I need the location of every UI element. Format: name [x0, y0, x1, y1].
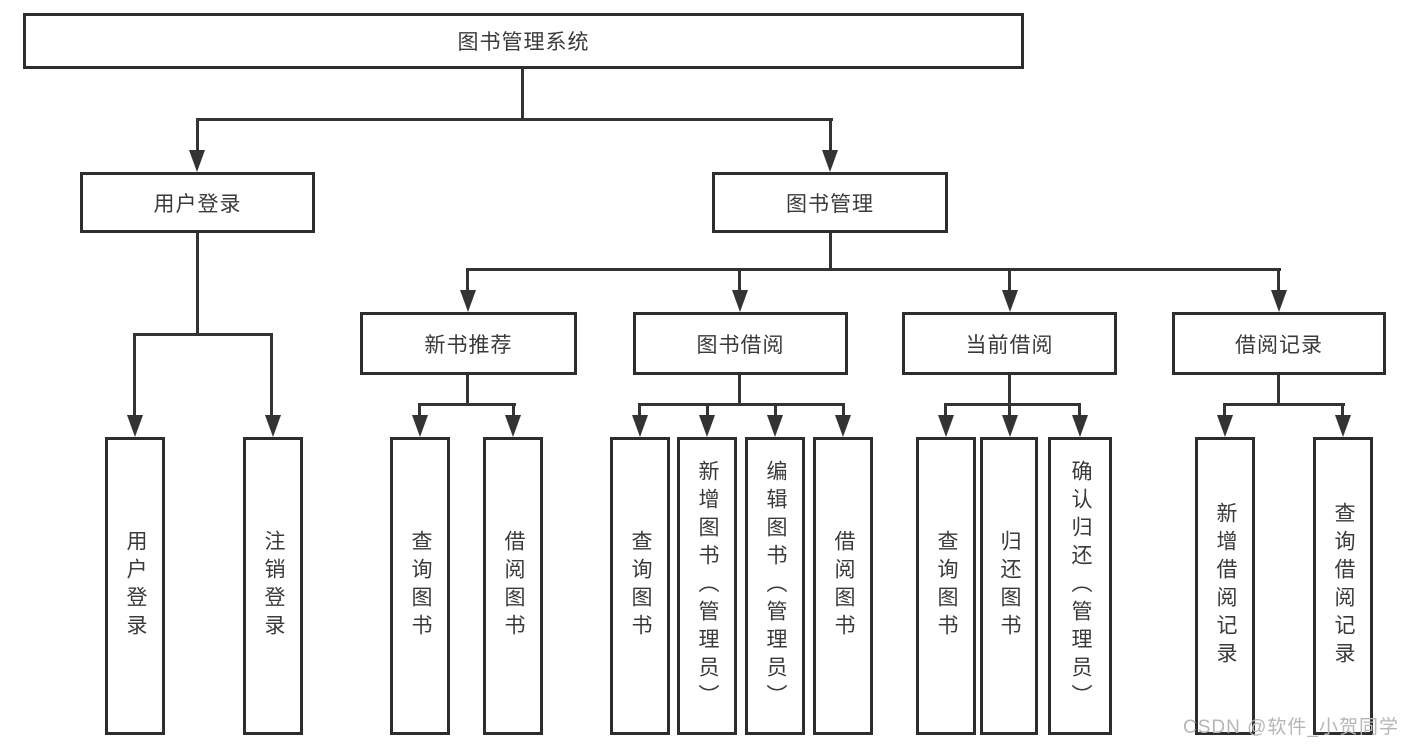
- arrowhead-icon: [835, 415, 851, 437]
- connector-g1-stem: [466, 375, 469, 406]
- node-book-borrow: 图书借阅: [633, 312, 848, 375]
- arrowhead-icon: [460, 290, 476, 312]
- node-label: 用户登录: [153, 192, 242, 216]
- leaf-return-books: 归还图书: [980, 437, 1038, 735]
- connector-root-stem: [521, 69, 524, 120]
- leaf-label: 查询借阅记录: [1332, 502, 1355, 670]
- leaf-label: 归还图书: [998, 530, 1021, 642]
- leaf-add-borrow-record: 新增借阅记录: [1195, 437, 1255, 735]
- node-label: 新书推荐: [424, 333, 513, 357]
- arrowhead-icon: [1002, 415, 1018, 437]
- leaf-label: 用户登录: [124, 530, 147, 642]
- connector-mgmt-stub-1: [466, 268, 469, 292]
- arrowhead-icon: [732, 290, 748, 312]
- node-current-borrow: 当前借阅: [902, 312, 1117, 375]
- connector-g1-hline: [418, 403, 516, 406]
- arrowhead-icon: [767, 415, 783, 437]
- node-borrow-records: 借阅记录: [1172, 312, 1386, 375]
- node-user-login-branch: 用户登录: [80, 172, 315, 233]
- connector-mgmt-hline: [466, 268, 1281, 271]
- leaf-label: 确认归还（管理员）: [1069, 460, 1092, 712]
- arrowhead-icon: [265, 415, 281, 437]
- connector-g3-hline: [944, 403, 1081, 406]
- arrowhead-icon: [632, 415, 648, 437]
- node-new-book-recommend: 新书推荐: [360, 312, 577, 375]
- leaf-user-login: 用户登录: [105, 437, 165, 735]
- leaf-label: 新增借阅记录: [1214, 502, 1237, 670]
- leaf-label: 注销登录: [262, 530, 285, 642]
- arrowhead-icon: [1335, 415, 1351, 437]
- arrowhead-icon: [1217, 415, 1233, 437]
- connector-login-stub-right: [270, 333, 273, 417]
- connector-g3-stem: [1008, 375, 1011, 406]
- connector-g2-stem: [738, 375, 741, 406]
- leaf-label: 借阅图书: [832, 530, 855, 642]
- node-label: 图书管理: [786, 192, 874, 216]
- arrowhead-icon: [189, 150, 205, 172]
- leaf-confirm-return-admin: 确认归还（管理员）: [1048, 437, 1112, 735]
- leaf-label: 借阅图书: [502, 530, 525, 642]
- arrowhead-icon: [938, 415, 954, 437]
- connector-g4-stub-2: [1341, 403, 1344, 417]
- leaf-query-books-recommend: 查询图书: [390, 437, 450, 735]
- connector-root-hline: [196, 118, 833, 121]
- connector-g3-stub-3: [1078, 403, 1081, 417]
- arrowhead-icon: [1271, 290, 1287, 312]
- connector-g2-stub-2: [706, 403, 709, 417]
- arrowhead-icon: [1072, 415, 1088, 437]
- connector-mgmt-stub-3: [1008, 268, 1011, 292]
- connector-mgmt-stub-4: [1277, 268, 1280, 292]
- arrowhead-icon: [127, 415, 143, 437]
- leaf-label: 查询图书: [935, 530, 958, 642]
- connector-g3-stub-2: [1008, 403, 1011, 417]
- connector-g1-stub-1: [418, 403, 421, 417]
- connector-g2-hline: [638, 403, 845, 406]
- leaf-label: 编辑图书（管理员）: [764, 460, 787, 712]
- node-label: 当前借阅: [965, 333, 1054, 357]
- leaf-borrow-books: 借阅图书: [813, 437, 873, 735]
- leaf-label: 新增图书（管理员）: [696, 460, 719, 712]
- leaf-logout: 注销登录: [243, 437, 303, 735]
- connector-g2-stub-3: [774, 403, 777, 417]
- leaf-query-books-current: 查询图书: [916, 437, 976, 735]
- arrowhead-icon: [1002, 290, 1018, 312]
- node-book-management-branch: 图书管理: [712, 172, 948, 233]
- arrowhead-icon: [505, 415, 521, 437]
- node-root-system: 图书管理系统: [23, 13, 1024, 69]
- connector-root-stub-right: [829, 118, 832, 152]
- node-label: 借阅记录: [1235, 333, 1323, 357]
- node-label: 图书管理系统: [457, 31, 590, 54]
- connector-login-stem: [196, 233, 199, 336]
- arrowhead-icon: [822, 150, 838, 172]
- arrowhead-icon: [412, 415, 428, 437]
- connector-login-hline: [133, 333, 273, 336]
- connector-g4-hline: [1223, 403, 1345, 406]
- node-label: 图书借阅: [696, 333, 785, 357]
- connector-g4-stem: [1277, 375, 1280, 406]
- leaf-label: 查询图书: [629, 530, 652, 642]
- connector-login-stub-left: [133, 333, 136, 417]
- leaf-borrow-books-recommend: 借阅图书: [483, 437, 543, 735]
- leaf-add-books-admin: 新增图书（管理员）: [677, 437, 737, 735]
- connector-g2-stub-1: [638, 403, 641, 417]
- connector-g1-stub-2: [512, 403, 515, 417]
- leaf-query-books-borrow: 查询图书: [610, 437, 670, 735]
- connector-g4-stub-1: [1223, 403, 1226, 417]
- connector-root-stub-left: [196, 118, 199, 152]
- arrowhead-icon: [699, 415, 715, 437]
- connector-g2-stub-4: [842, 403, 845, 417]
- connector-mgmt-stem: [829, 233, 832, 271]
- leaf-edit-books-admin: 编辑图书（管理员）: [745, 437, 805, 735]
- csdn-watermark: CSDN @软件_小贺同学: [1183, 717, 1399, 738]
- connector-g3-stub-1: [944, 403, 947, 417]
- leaf-query-borrow-record: 查询借阅记录: [1313, 437, 1373, 735]
- leaf-label: 查询图书: [409, 530, 432, 642]
- connector-mgmt-stub-2: [738, 268, 741, 292]
